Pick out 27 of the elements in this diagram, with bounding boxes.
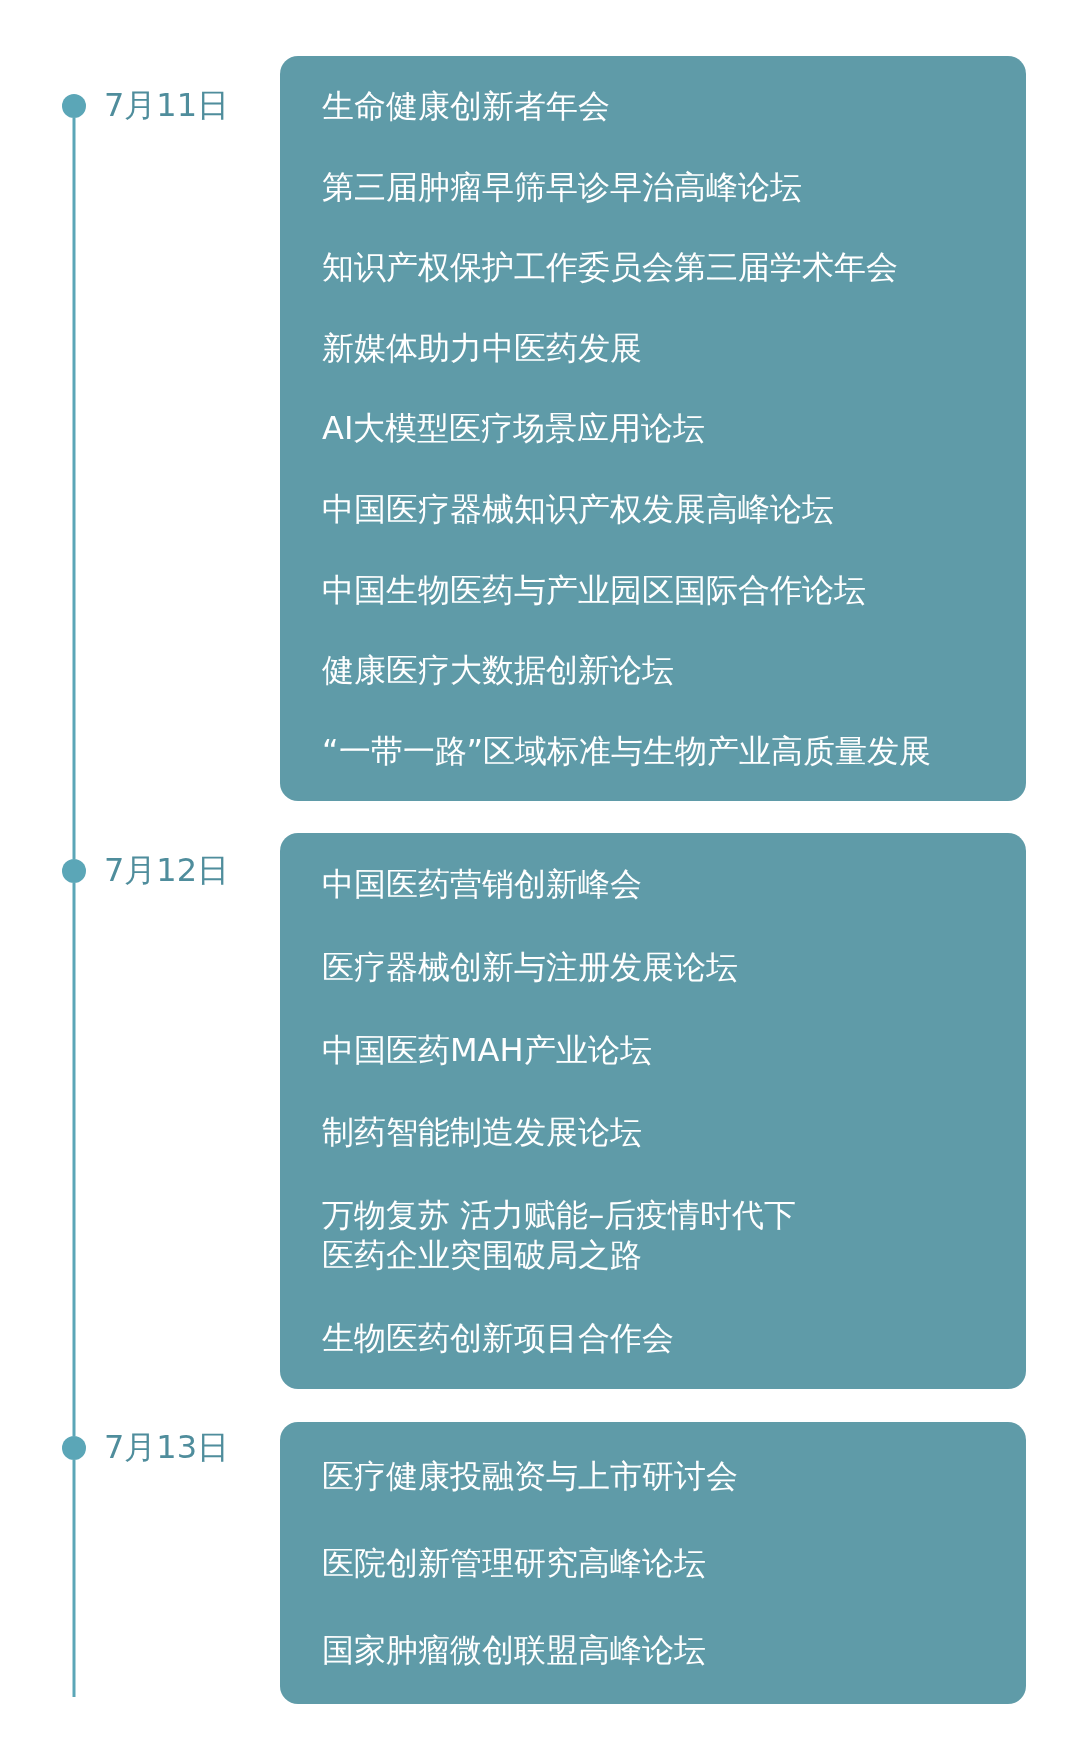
event-panel bbox=[280, 833, 1026, 1389]
event-title: 医疗器械创新与注册发展论坛 bbox=[322, 947, 739, 987]
event-title: 医疗健康投融资与上市研讨会 bbox=[322, 1455, 739, 1496]
event-title: 新媒体助力中医药发展 bbox=[322, 327, 643, 368]
event-title: 知识产权保护工作委员会第三届学术年会 bbox=[322, 247, 899, 288]
event-title: 中国医疗器械知识产权发展高峰论坛 bbox=[322, 489, 835, 529]
event-title: 生命健康创新者年会 bbox=[322, 86, 611, 127]
event-title: 医院创新管理研究高峰论坛 bbox=[322, 1543, 707, 1583]
date-label: 7月12日 bbox=[104, 850, 230, 891]
event-title: AI大模型医疗场景应用论坛 bbox=[322, 408, 707, 449]
event-title: 万物复苏 活力赋能–后疫情时代下医药企业突围破局之路 bbox=[322, 1194, 798, 1275]
event-title: 中国生物医药与产业园区国际合作论坛 bbox=[322, 569, 867, 610]
event-title: 制药智能制造发展论坛 bbox=[322, 1112, 643, 1153]
event-title: 国家肿瘤微创联盟高峰论坛 bbox=[322, 1630, 707, 1671]
date-label: 7月13日 bbox=[104, 1427, 230, 1468]
timeline-line bbox=[72, 1460, 76, 1697]
timeline-line bbox=[72, 118, 76, 859]
event-title: 第三届肿瘤早筛早诊早治高峰论坛 bbox=[322, 166, 803, 207]
event-title: “一带一路”区域标准与生物产业高质量发展 bbox=[322, 730, 933, 771]
event-panel bbox=[280, 56, 1026, 801]
event-title: 中国医药营销创新峰会 bbox=[322, 864, 643, 905]
event-title: 健康医疗大数据创新论坛 bbox=[322, 650, 675, 691]
timeline-line bbox=[72, 883, 76, 1436]
event-title: 生物医药创新项目合作会 bbox=[322, 1317, 675, 1358]
event-panel bbox=[280, 1422, 1026, 1704]
date-label: 7月11日 bbox=[104, 85, 230, 126]
event-title: 中国医药MAH产业论坛 bbox=[322, 1029, 653, 1070]
